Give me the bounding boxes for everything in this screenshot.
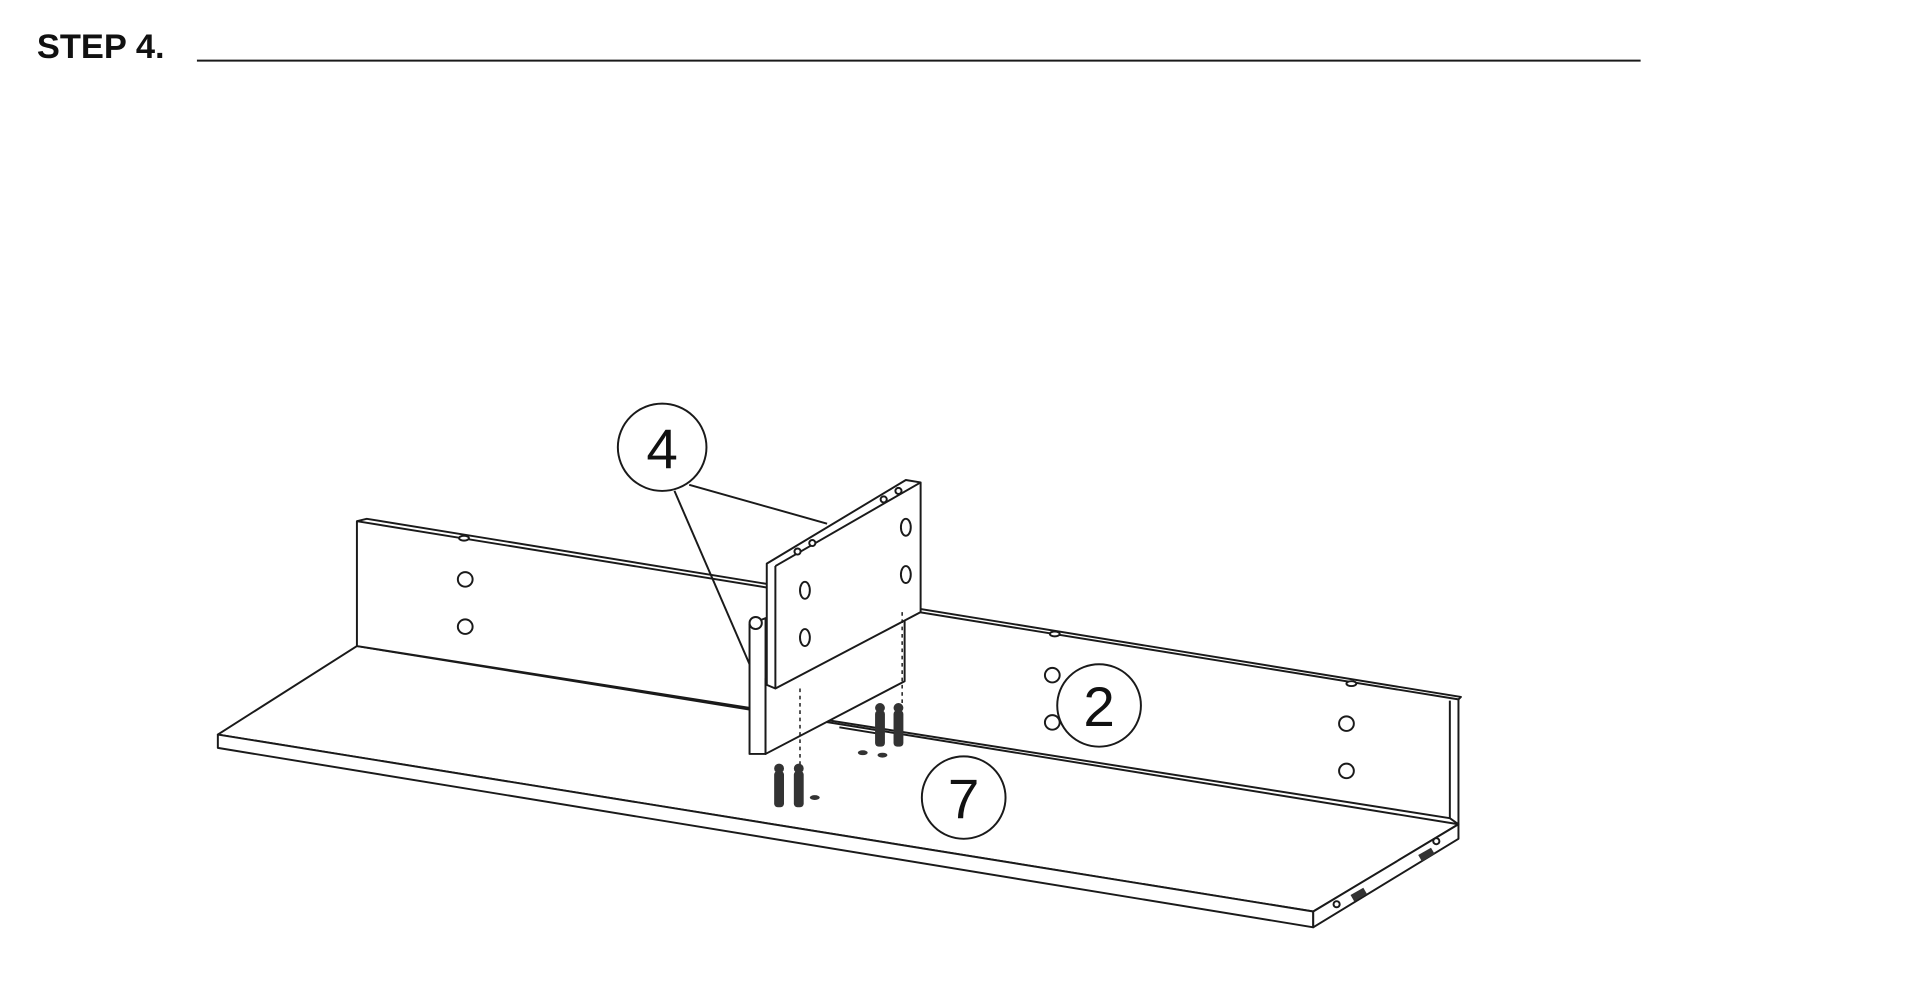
callout-label-7: 7 bbox=[948, 768, 979, 831]
callout-part-7: 7 bbox=[920, 755, 1007, 840]
base-panel-7 bbox=[216, 645, 1460, 929]
callout-label-4: 4 bbox=[646, 417, 677, 480]
divider-panel-4 bbox=[748, 479, 922, 776]
callout-part-4: 4 bbox=[616, 402, 828, 665]
callout-label-2: 2 bbox=[1083, 675, 1114, 738]
callout-part-2: 2 bbox=[1056, 663, 1142, 748]
dowel-fasteners bbox=[774, 703, 904, 808]
step-title: STEP 4. bbox=[37, 28, 165, 66]
